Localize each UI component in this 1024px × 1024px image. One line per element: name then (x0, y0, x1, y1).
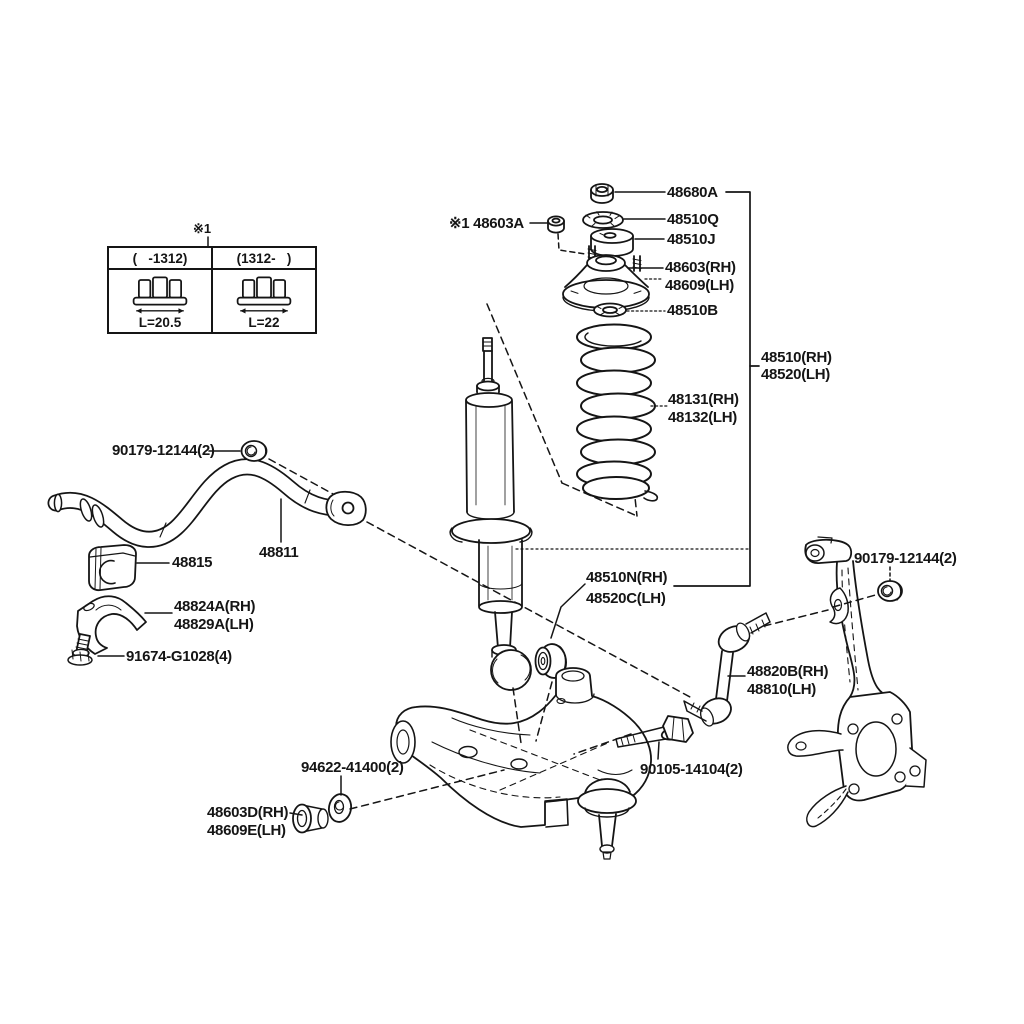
label-48829A-lh: 48829A(LH) (174, 616, 254, 633)
stabilizer-link-drawing (683, 612, 771, 727)
bracket-lines (673, 191, 760, 587)
label-94622: 94622-41400(2) (301, 759, 404, 776)
shock-absorber-drawing (449, 337, 533, 691)
nut-length-late: L=22 (248, 314, 280, 330)
label-48510-rh: 48510(RH) (761, 349, 832, 366)
stabilizer-bar-drawing (47, 458, 367, 548)
label-91674: 91674-G1028(4) (126, 648, 232, 665)
table-column-early: ( -1312) L=20.5 (109, 248, 211, 332)
steering-knuckle-drawing (787, 536, 927, 828)
label-48132-lh: 48132(LH) (668, 409, 737, 426)
stabilizer-bracket-drawing (76, 595, 147, 655)
label-48520C-lh: 48520C(LH) (586, 590, 666, 607)
label-48820B-rh: 48820B(RH) (747, 663, 829, 680)
leader-lines (97, 191, 749, 816)
label-48811: 48811 (259, 544, 299, 561)
table-header-early: ( -1312) (109, 248, 211, 270)
label-48680A: 48680A (667, 184, 718, 201)
label-48510Q: 48510Q (667, 211, 719, 228)
arm-bushing-drawing (292, 803, 329, 834)
label-48510B: 48510B (667, 302, 718, 319)
label-48520-lh: 48520(LH) (761, 366, 830, 383)
label-48131-rh: 48131(RH) (668, 391, 739, 408)
label-48815: 48815 (172, 554, 213, 571)
label-48824A-rh: 48824A(RH) (174, 598, 256, 615)
table-reference-mark: ※1 (193, 221, 212, 236)
bracket-bolt-drawing (67, 633, 93, 666)
label-48609E-lh: 48609E(LH) (207, 822, 286, 839)
label-48510N-rh: 48510N(RH) (586, 569, 668, 586)
dashed-guides (268, 233, 691, 698)
stabilizer-bushing-drawing (88, 544, 137, 592)
coil-spring-drawing (576, 323, 659, 502)
label-48510J: 48510J (667, 231, 716, 248)
flange-nut-icon (236, 276, 292, 313)
flange-nut-icon (132, 276, 188, 313)
stabilizer-nut-right-drawing (877, 580, 903, 602)
arm-bolt-drawing (615, 715, 694, 748)
table-column-late: (1312- ) L=22 (211, 248, 315, 332)
nut-length-early: L=20.5 (138, 314, 182, 330)
ball-joint-drawing (577, 778, 637, 860)
label-90179-left: 90179-12144(2) (112, 442, 215, 459)
nut-length-table: ( -1312) L=20.5 (1312- ) (107, 246, 317, 334)
stabilizer-nut-left-drawing (240, 440, 268, 462)
label-48810-lh: 48810(LH) (747, 681, 816, 698)
label-48603-rh: 48603(RH) (665, 259, 736, 276)
label-48603D-rh: 48603D(RH) (207, 804, 289, 821)
strut-mount-parts-drawing (547, 183, 650, 318)
label-note-48603A: ※1 48603A (449, 215, 524, 232)
label-90179-right: 90179-12144(2) (854, 550, 957, 567)
label-90105: 90105-14104(2) (640, 761, 743, 778)
arm-washer-drawing (327, 793, 353, 823)
table-header-late: (1312- ) (213, 248, 315, 270)
shock-bushing-drawing (534, 643, 567, 679)
dashed-guides-top (349, 566, 891, 810)
label-48609-lh: 48609(LH) (665, 277, 734, 294)
